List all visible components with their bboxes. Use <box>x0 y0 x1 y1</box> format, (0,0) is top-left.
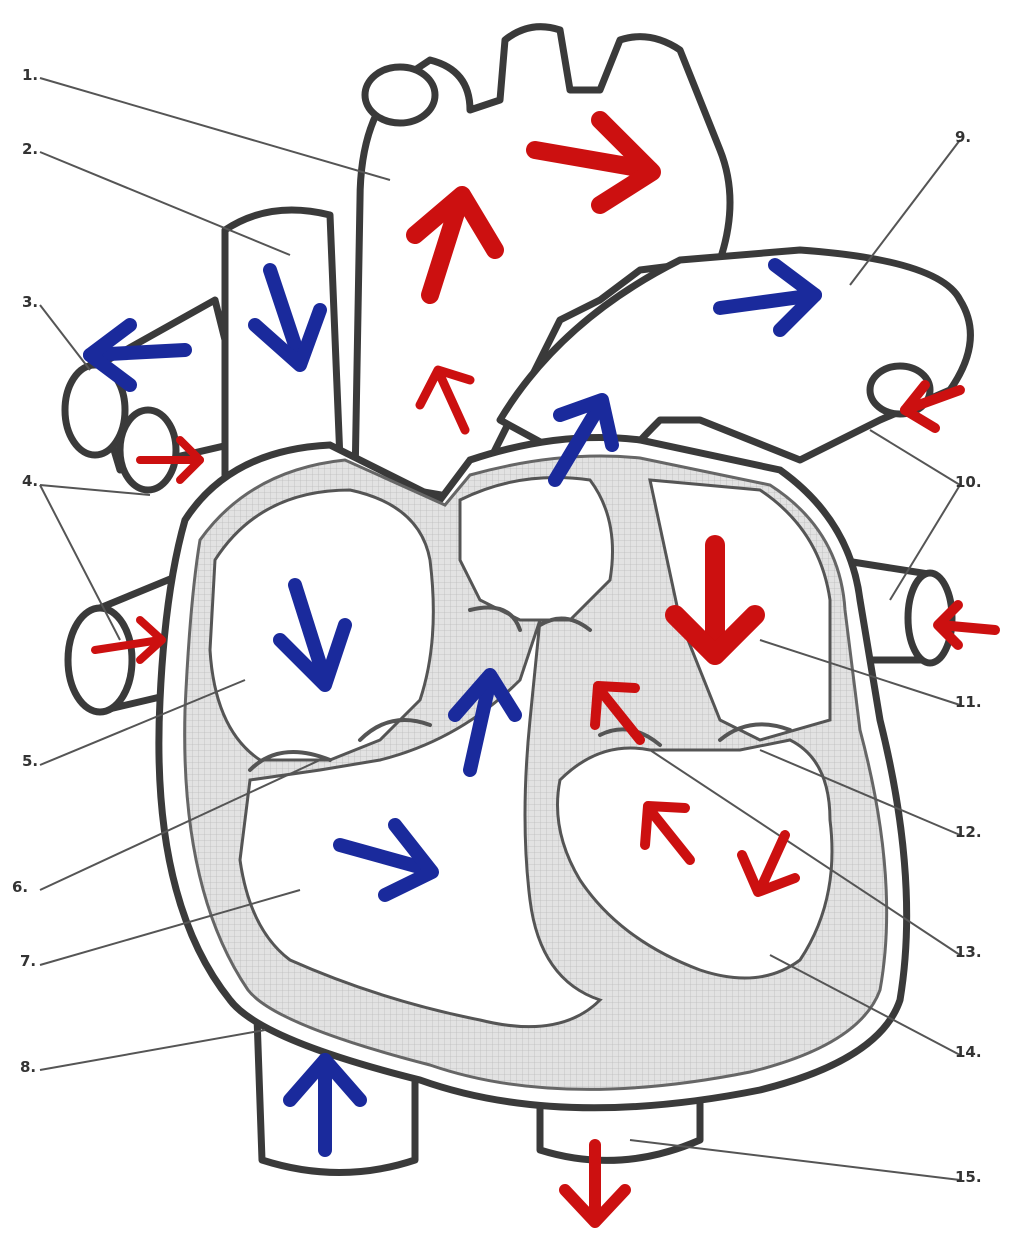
label-12: 12. <box>955 823 982 841</box>
left-atrium <box>460 478 613 621</box>
label-13: 13. <box>955 943 982 961</box>
label-6: 6. <box>12 878 28 896</box>
label-7: 7. <box>20 952 36 970</box>
label-10: 10. <box>955 473 982 491</box>
arrow-lpv-lower <box>938 605 995 645</box>
label-4: 4. <box>22 472 38 490</box>
label-8: 8. <box>20 1058 36 1076</box>
label-15: 15. <box>955 1168 982 1186</box>
label-9: 9. <box>955 128 971 146</box>
label-1: 1. <box>22 66 38 84</box>
label-2: 2. <box>22 140 38 158</box>
right-pulmonary-artery-lower-opening <box>120 410 176 490</box>
right-pulmonary-vein-opening <box>68 608 132 712</box>
label-3: 3. <box>22 293 38 311</box>
aorta-brachiocephalic-opening <box>365 67 435 123</box>
label-5: 5. <box>22 752 38 770</box>
label-14: 14. <box>955 1043 982 1061</box>
label-11: 11. <box>955 693 982 711</box>
